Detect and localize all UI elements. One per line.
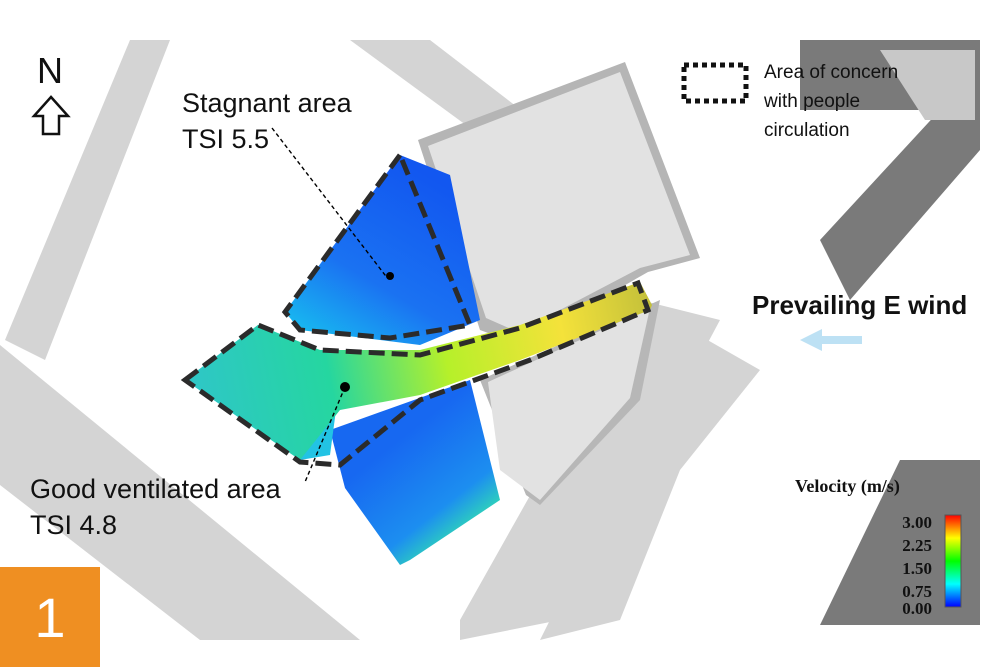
ventilation-channel (185, 282, 652, 460)
field-south-blue (330, 380, 500, 565)
concern-areas (180, 149, 652, 468)
tick-0-00: 0.00 (902, 599, 932, 618)
prevailing-wind-label: Prevailing E wind (752, 290, 968, 320)
leader-stagnant (271, 127, 391, 277)
building-north (428, 72, 690, 332)
good-area-tsi: TSI 4.8 (30, 510, 118, 540)
building-south (488, 308, 650, 500)
tick-2-25: 2.25 (902, 536, 932, 555)
figure-number: 1 (34, 585, 66, 649)
concern-area-north (281, 149, 474, 341)
roads (0, 40, 760, 640)
road-sw (0, 345, 360, 640)
tick-0-75: 0.75 (902, 582, 932, 601)
block-se-dark (820, 460, 980, 625)
point-good (340, 382, 350, 392)
tick-3-00: 3.00 (902, 513, 932, 532)
point-stagnant (386, 272, 394, 280)
legend-line-3: circulation (764, 120, 850, 141)
field-north-blue (285, 155, 480, 345)
figure-number-badge: 1 (0, 567, 100, 667)
arrow-left-icon (800, 329, 862, 351)
velocity-scale-title: Velocity (m/s) (795, 476, 900, 496)
leader-good (304, 386, 346, 483)
stagnant-area-tsi: TSI 5.5 (182, 124, 270, 154)
buildings (418, 62, 700, 505)
legend-line-1: Area of concern (764, 62, 899, 83)
road-nw (5, 40, 170, 360)
concern-area-channel (180, 279, 652, 468)
tick-1-50: 1.50 (902, 559, 932, 578)
concern-legend-swatch (681, 62, 749, 104)
block-se (580, 330, 760, 540)
good-area-label: Good ventilated area (30, 474, 281, 504)
legend-line-2: with people (764, 91, 861, 112)
block-ne-light (880, 50, 975, 120)
leader-lines (271, 127, 391, 483)
velocity-colorbar (944, 514, 962, 608)
velocity-field (185, 155, 652, 565)
block-se-2 (540, 470, 680, 640)
north-label: N (37, 50, 63, 91)
arrow-up-outline-icon (31, 95, 71, 136)
road-se (460, 300, 720, 640)
stagnant-area-label: Stagnant area (182, 88, 352, 118)
